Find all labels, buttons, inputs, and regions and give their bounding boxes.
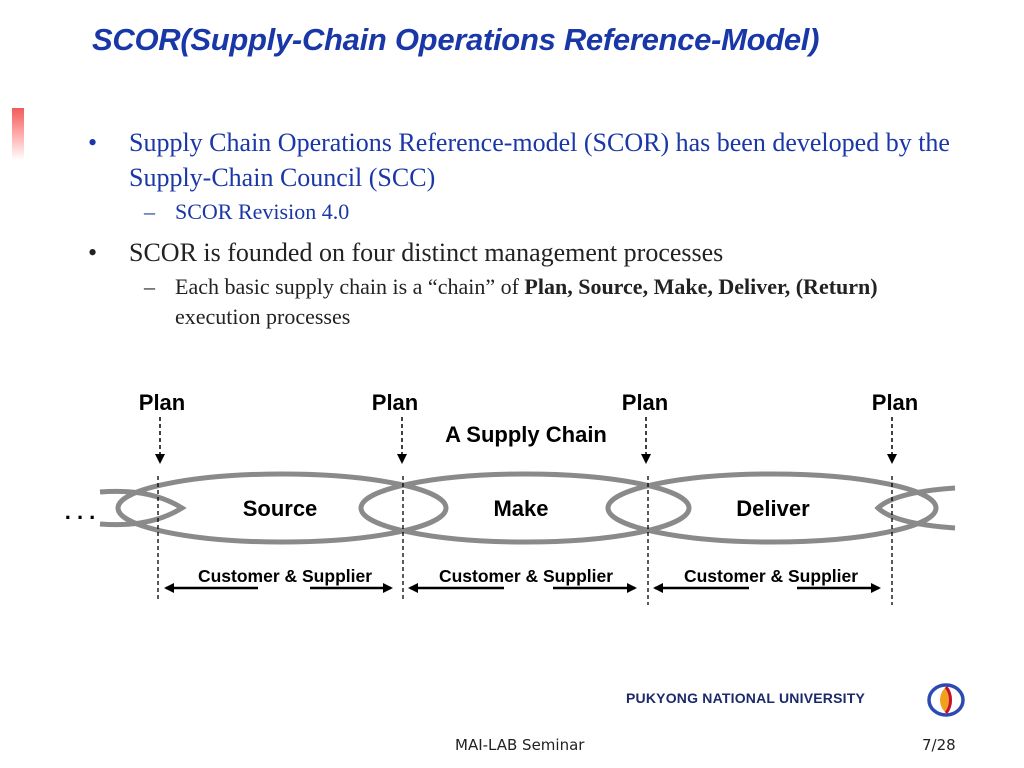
- plan-arrows: [155, 417, 897, 464]
- chain-link-make: [358, 471, 692, 545]
- stage-source: Source: [243, 496, 318, 521]
- diagram-heading: A Supply Chain: [445, 422, 607, 447]
- relation-label: Customer & Supplier: [198, 566, 372, 586]
- plan-label: Plan: [139, 390, 185, 415]
- dash-marker: –: [144, 199, 155, 224]
- sub-bullet-2-text-before: Each basic supply chain is a “chain” of: [175, 274, 525, 299]
- sub-bullet-2-text-after: execution processes: [175, 304, 351, 329]
- dash-marker: –: [144, 274, 155, 299]
- relation-label: Customer & Supplier: [684, 566, 858, 586]
- university-name: PUKYONG NATIONAL UNIVERSITY: [626, 690, 866, 706]
- university-logo-icon: [927, 683, 965, 717]
- bullet-2: • SCOR is founded on four distinct manag…: [88, 235, 968, 270]
- chain-link-source: [115, 471, 449, 545]
- plan-label: Plan: [372, 390, 418, 415]
- bullet-marker: •: [88, 238, 98, 267]
- sub-bullet-1: – SCOR Revision 4.0: [88, 197, 968, 227]
- bullet-marker: •: [88, 128, 98, 157]
- chain-ellipsis: . . .: [65, 499, 96, 524]
- stage-make: Make: [493, 496, 548, 521]
- dividers: [157, 476, 893, 605]
- seminar-label: MAI-LAB Seminar: [455, 736, 585, 754]
- bullet-1: • Supply Chain Operations Reference-mode…: [88, 125, 968, 195]
- bullet-1-text: Supply Chain Operations Reference-model …: [129, 128, 950, 192]
- sub-bullet-1-text: SCOR Revision 4.0: [175, 199, 350, 224]
- chain-link-right-partial: [874, 485, 956, 531]
- chain-link-left-partial: [99, 488, 187, 528]
- slide-title: SCOR(Supply-Chain Operations Reference-M…: [92, 22, 820, 57]
- sub-bullet-2-bold: Plan, Source, Make, Deliver, (Return): [524, 274, 878, 299]
- accent-bar: [12, 108, 24, 160]
- plan-label: Plan: [622, 390, 668, 415]
- chain-link-deliver: [605, 471, 939, 545]
- bullet-list: • Supply Chain Operations Reference-mode…: [88, 125, 968, 332]
- chain-links: [99, 471, 956, 545]
- page-number: 7/28: [922, 736, 956, 754]
- bullet-2-text: SCOR is founded on four distinct managem…: [129, 238, 724, 267]
- plan-label: Plan: [872, 390, 918, 415]
- stage-deliver: Deliver: [736, 496, 810, 521]
- relation-label: Customer & Supplier: [439, 566, 613, 586]
- sub-bullet-2: – Each basic supply chain is a “chain” o…: [88, 272, 968, 332]
